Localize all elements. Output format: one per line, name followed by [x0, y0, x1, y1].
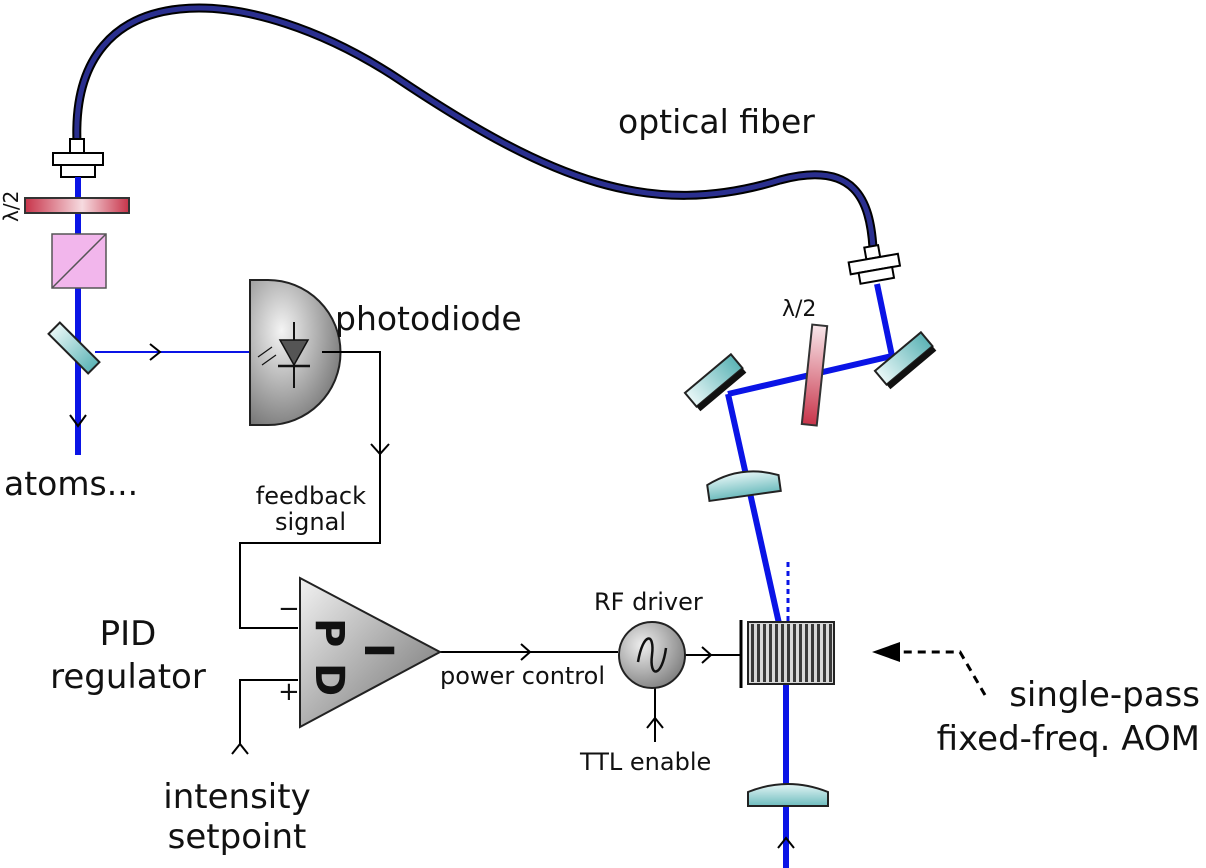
rf-driver-oscillator [618, 621, 686, 689]
pid-letter-i: I [355, 643, 401, 658]
fiber-coupler-right [847, 243, 902, 285]
aom-fringe [781, 624, 784, 682]
optical-fiber [72, 3, 878, 249]
mirror-left-upper [683, 352, 747, 412]
feedback-label-line1: feedback [256, 482, 366, 510]
aom-fringe [817, 624, 820, 682]
atoms-label: atoms... [4, 464, 138, 503]
pid-letter-p: P [306, 618, 352, 647]
sine-wave-icon [636, 637, 668, 673]
aom-fringe [769, 624, 772, 682]
pid-plus-input-sign: + [278, 677, 300, 707]
half-wave-plate-left [24, 197, 130, 214]
beam-arrows [69, 343, 795, 849]
mirror-right-upper [873, 330, 937, 390]
half-wave-plate-right [800, 323, 829, 427]
pickoff-mirror [47, 321, 101, 375]
pid-label-line2: regulator [50, 657, 206, 697]
polarizing-beam-splitter-cube [51, 233, 107, 289]
aom-fringe [823, 624, 826, 682]
aom-fringe [751, 624, 754, 682]
photodiode-detector [249, 279, 342, 426]
intensity-label-line1: intensity [163, 777, 310, 817]
aom-label-line2: fixed-freq. AOM [937, 719, 1200, 759]
power-control-label: power control [440, 662, 605, 690]
pid-label-line1: PID [100, 614, 157, 654]
aom-pointer-arrow [872, 642, 987, 696]
laser-beams [75, 177, 895, 868]
aom-fringe [787, 624, 790, 682]
aom-fringe [811, 624, 814, 682]
aom-acoustic-fringes [751, 624, 832, 682]
aom-label-line1: single-pass [1009, 675, 1200, 715]
aom-fringe [757, 624, 760, 682]
aom-fringe [829, 624, 832, 682]
lens-lower [747, 783, 829, 807]
waveplate-left-label: λ/2 [0, 191, 23, 222]
aom-fringe [805, 624, 808, 682]
feedback-label-line2: signal [275, 508, 346, 536]
intensity-label-line2: setpoint [168, 817, 307, 857]
pid-regulator-amplifier [299, 576, 443, 729]
aom-fringe [799, 624, 802, 682]
optical-fiber-label: optical fiber [618, 102, 815, 141]
waveplate-right-label: λ/2 [782, 297, 816, 322]
pid-letter-d: D [306, 663, 352, 696]
fiber-coupler-left [52, 138, 104, 178]
aom-fringe [763, 624, 766, 682]
photodiode-label: photodiode [335, 299, 522, 338]
rf-driver-label: RF driver [594, 588, 703, 616]
aom-fringe [775, 624, 778, 682]
lens-upper [706, 470, 782, 503]
pid-minus-input-sign: − [278, 594, 300, 624]
signal-wires [231, 351, 740, 755]
aom-fringe [793, 624, 796, 682]
ttl-enable-label: TTL enable [579, 748, 711, 776]
